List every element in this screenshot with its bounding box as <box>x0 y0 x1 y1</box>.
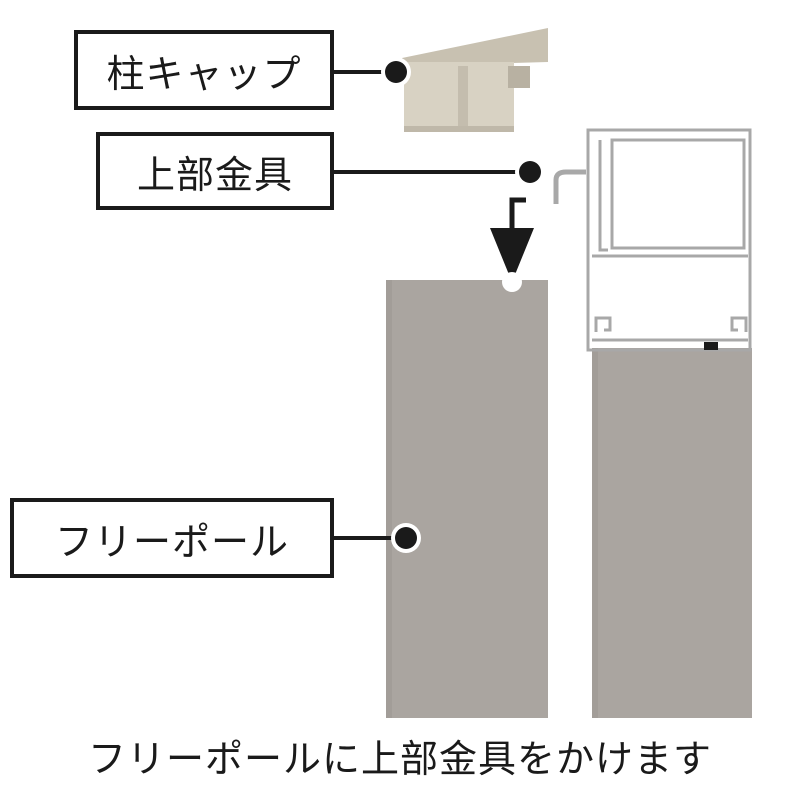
bracket-leader <box>334 157 545 187</box>
cap-bottom-edge <box>404 126 514 132</box>
bracket-outer-frame <box>586 128 752 352</box>
insert-arrow <box>490 197 534 282</box>
pole-label-text: フリーポール <box>54 519 289 564</box>
cap-label-text: 柱キャップ <box>106 51 302 96</box>
bracket-clip-left <box>594 316 612 332</box>
pole-right-body <box>592 348 752 718</box>
arrow-head <box>490 228 534 282</box>
cap-leader <box>334 57 411 87</box>
pole-label-box: フリーポール <box>10 498 334 578</box>
bracket-left-wall <box>598 140 608 252</box>
pole-leader <box>334 523 421 553</box>
bracket-label-text: 上部金具 <box>136 152 293 197</box>
pole-cap-illustration <box>402 28 548 132</box>
bracket-screw <box>704 342 718 350</box>
cap-label-box: 柱キャップ <box>74 30 334 110</box>
free-pole-left <box>386 272 548 718</box>
free-pole-right <box>592 348 752 718</box>
pole-right-edge <box>592 348 598 718</box>
pole-leader-dot <box>395 527 417 549</box>
bracket-inner-box <box>610 138 746 250</box>
arrow-shaft <box>509 197 526 232</box>
pole-left-body <box>386 280 548 718</box>
bracket-label-box: 上部金具 <box>96 132 334 210</box>
bracket-clip-right <box>730 316 748 332</box>
bracket-leader-dot <box>519 161 541 183</box>
upper-bracket-illustration <box>553 128 752 352</box>
cap-leader-dot <box>385 61 407 83</box>
bracket-hook <box>553 169 586 204</box>
pole-left-edge <box>386 280 392 718</box>
pole-left-notch <box>502 272 522 292</box>
diagram-caption: フリーポールに上部金具をかけます <box>87 737 712 781</box>
cap-groove <box>458 66 468 132</box>
cap-notch <box>508 66 530 88</box>
cap-top-face <box>402 28 548 66</box>
